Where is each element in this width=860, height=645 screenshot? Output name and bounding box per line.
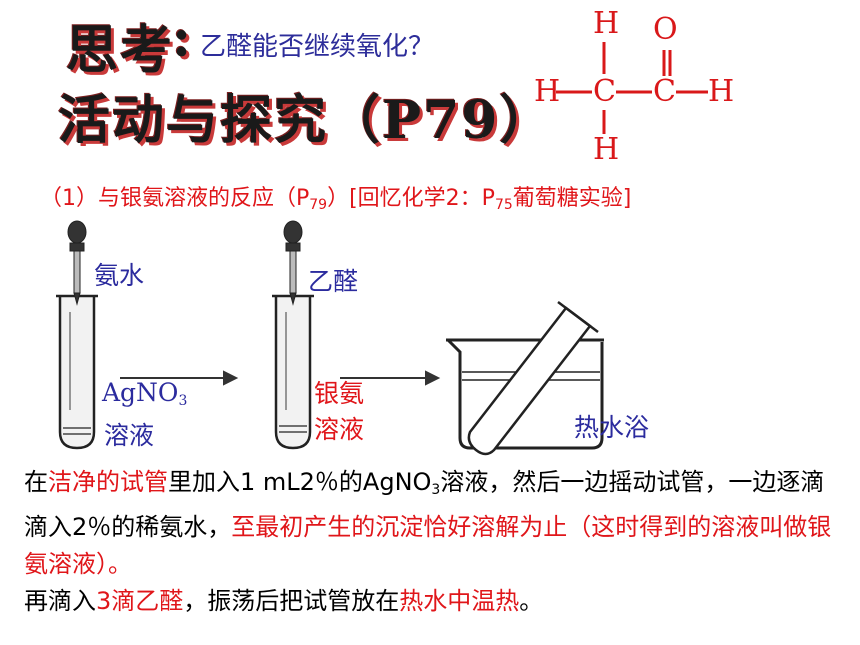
procedure-paragraph: 在洁净的试管里加入1 mL2％的AgNO3溶液，然后一边摇动试管，一边逐滴滴入2… [24, 468, 832, 615]
formula-h-right: H [708, 74, 735, 109]
formula-h-top: H [593, 6, 620, 41]
title-think: 思考 [66, 20, 175, 81]
formula-c1: C [593, 74, 616, 109]
test-tube-1 [56, 294, 98, 450]
arrow-1 [120, 370, 239, 386]
label-hot-water-bath: 热水浴 [574, 413, 650, 442]
label-silver-ammonia-1: 银氨 [314, 379, 365, 408]
title-activity: 活动与探究（P79） [58, 90, 554, 151]
beaker [446, 301, 604, 456]
label-agno3: AgNO3 [102, 378, 188, 409]
label-acetaldehyde: 乙醛 [308, 267, 359, 296]
formula-c2: C [653, 74, 676, 109]
step1-heading: （1）与银氨溶液的反应（P79）[回忆化学2：P75葡萄糖实验] [40, 186, 632, 213]
question-text: 乙醛能否继续氧化？ [200, 32, 435, 62]
dropper-1 [67, 220, 87, 306]
label-silver-ammonia-2: 溶液 [314, 415, 365, 444]
dropper-2 [283, 220, 303, 306]
label-agno3-solution: 溶液 [104, 421, 155, 450]
title-colon: : [172, 8, 194, 69]
formula-h-left: H [534, 74, 561, 109]
label-ammonia: 氨水 [94, 261, 145, 290]
formula-o-top: O [653, 12, 678, 47]
arrow-2 [340, 370, 441, 386]
test-tube-2 [272, 294, 314, 450]
formula-bonds [556, 42, 708, 134]
formula-h-bottom: H [593, 132, 620, 167]
